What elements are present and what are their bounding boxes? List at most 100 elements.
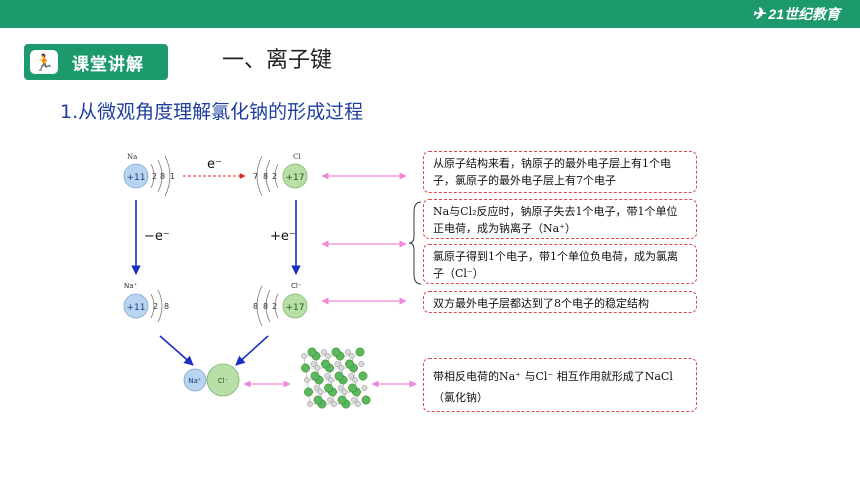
lattice-na-ion <box>348 373 354 379</box>
lose-electron-label: −e⁻ <box>144 229 170 244</box>
pair-na-sphere <box>183 368 207 392</box>
lattice-cl-ion <box>301 363 310 373</box>
cl-shell-count-2: 8 <box>263 172 268 181</box>
lattice-na-ion <box>328 377 334 383</box>
na-shell-arc-2 <box>157 159 163 193</box>
top-banner: ✈ 21世纪教育 <box>0 0 860 28</box>
lattice-cl-ion <box>337 395 347 405</box>
lattice-na-ion <box>361 385 368 391</box>
cl-ion-shell-count-1: 8 <box>253 302 258 311</box>
lattice-na-ion <box>321 349 327 355</box>
notes-brace <box>408 201 422 285</box>
chlorine-atom: Cl 7 8 2 +17 <box>253 153 308 197</box>
nacl-crystal-lattice <box>301 347 371 409</box>
lattice-na-ion <box>341 389 348 395</box>
lattice-na-ion <box>349 353 355 359</box>
note-sodium-ion: Na与Cl₂反应时，钠原子失去1个电子，带1个单位正电荷，成为钠离子（Na⁺） <box>423 199 697 239</box>
lattice-na-ion <box>301 353 307 359</box>
sodium-ion: Na⁺ +11 2 8 <box>123 282 169 323</box>
na-atom-label: Na <box>127 153 137 161</box>
logo-text: 21世纪教育 <box>768 6 840 22</box>
lattice-na-ion <box>331 401 337 407</box>
na-shell-count-3: 1 <box>170 172 175 181</box>
gain-electron-label: +e⁻ <box>270 229 296 244</box>
na-ion-shell-count-2: 8 <box>164 302 169 311</box>
na-shell-count-1: 2 <box>152 172 157 181</box>
lattice-cl-ion <box>348 383 357 393</box>
na-ion-core-charge: +11 <box>127 303 146 313</box>
badge-label: 课堂讲解 <box>72 54 144 75</box>
cl-nucleus <box>282 163 308 189</box>
lattice-na-ion <box>310 361 317 367</box>
lattice-cl-ion <box>355 347 365 357</box>
lattice-cl-ion <box>307 347 317 357</box>
sub-title: 1.从微观角度理解氯化钠的形成过程 <box>60 101 364 123</box>
lattice-cl-ion <box>321 359 330 369</box>
pair-cl-label: Cl⁻ <box>218 377 229 385</box>
cl-ion-nucleus <box>282 293 308 319</box>
lattice-na-ion <box>317 389 324 395</box>
lattice-na-ion <box>314 365 321 371</box>
lattice-cl-ion <box>331 347 341 357</box>
na-ion-shell-count-1: 2 <box>153 302 158 311</box>
note-stable-octet: 双方最外电子层都达到了8个电子的稳定结构 <box>423 291 697 313</box>
cl-shell-count-1: 7 <box>253 172 258 181</box>
na-core-charge: +11 <box>127 173 146 183</box>
lattice-cl-ion <box>358 371 368 381</box>
pair-cl-sphere <box>206 363 240 397</box>
lattice-cl-ion <box>324 383 333 393</box>
lattice-na-ion <box>327 397 333 403</box>
na-shell-count-2: 8 <box>160 172 165 181</box>
cl-ion-label: Cl⁻ <box>291 282 302 290</box>
note-atom-structure: 从原子结构来看，钠原子的最外电子层上有1个电子，氯原子的最外电子层上有7个电子 <box>423 151 697 193</box>
na-shell-arc-3 <box>164 155 171 197</box>
na-ion-to-pair-arrow <box>159 335 194 366</box>
cl-ion-shell-count-2: 8 <box>263 302 268 311</box>
lattice-na-ion <box>358 361 365 367</box>
note-chloride-ion: 氯原子得到1个电子，带1个单位负电荷，成为氯离子（Cl⁻） <box>423 244 697 284</box>
lattice-na-ion <box>334 361 341 367</box>
cl-core-charge: +17 <box>286 173 305 183</box>
na-shell-arc-1 <box>150 163 155 189</box>
lattice-na-ion <box>337 385 344 391</box>
lattice-na-ion <box>338 365 345 371</box>
lattice-na-ion <box>307 401 313 407</box>
lattice-na-ion <box>324 373 330 379</box>
lattice-na-ion <box>351 397 357 403</box>
sodium-atom: Na +11 2 8 1 <box>123 153 175 197</box>
cl-atom-label: Cl <box>293 153 301 161</box>
lattice-na-ion <box>325 353 331 359</box>
lattice-na-ion <box>352 377 358 383</box>
cl-ion-shell-count-3: 2 <box>272 302 277 311</box>
cl-shell-arc-3 <box>274 163 279 189</box>
lattice-cl-ion <box>345 359 354 369</box>
lattice-na-ion <box>304 377 310 383</box>
lattice-na-ion <box>355 401 361 407</box>
cl-shell-count-3: 2 <box>272 172 277 181</box>
na-nucleus <box>123 163 149 189</box>
cl-ion-core-charge: +17 <box>286 303 305 313</box>
lattice-cl-ion <box>313 395 323 405</box>
electron-label: e⁻ <box>207 157 222 172</box>
lattice-cl-ion <box>334 371 344 381</box>
runner-logo-icon: ✈ <box>752 6 766 23</box>
cl-shell-arc-1 <box>256 155 263 197</box>
lattice-na-ion <box>313 385 320 391</box>
chloride-ion: Cl⁻ 8 8 2 +17 <box>253 282 308 327</box>
lesson-badge: 🏃 课堂讲解 <box>24 44 168 80</box>
note-nacl-formation: 带相反电荷的Na⁺ 与Cl⁻ 相互作用就形成了NaCl（氯化钠） <box>423 358 697 412</box>
na-ion-label: Na⁺ <box>124 282 138 290</box>
lattice-na-ion <box>345 349 351 355</box>
section-title: 一、离子键 <box>222 48 333 73</box>
pair-na-label: Na⁺ <box>188 377 202 385</box>
lattice-cl-ion <box>310 371 320 381</box>
ion-pair: Na⁺ Cl⁻ <box>183 363 240 397</box>
runner-icon: 🏃 <box>30 50 58 74</box>
cl-shell-arc-2 <box>265 159 271 193</box>
na-ion-nucleus <box>123 293 149 319</box>
brand-logo: ✈ 21世纪教育 <box>752 4 840 24</box>
lattice-cl-ion <box>361 395 371 405</box>
lattice-cl-ion <box>304 387 313 397</box>
cl-ion-to-pair-arrow <box>235 335 269 366</box>
